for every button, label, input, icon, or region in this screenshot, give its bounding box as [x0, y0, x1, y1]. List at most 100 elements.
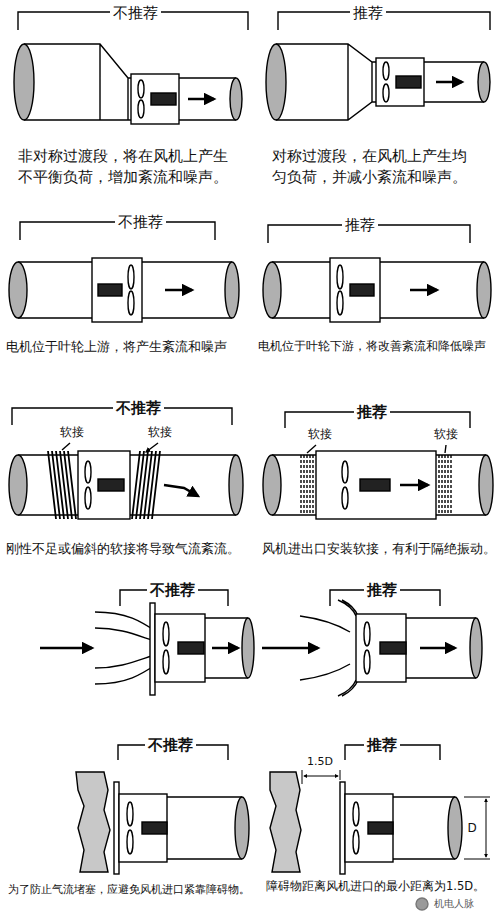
dimension-line — [302, 770, 490, 859]
header-label: 推荐 — [364, 580, 400, 601]
flexible-connector-duct — [263, 445, 493, 519]
header-label: 不推荐 — [113, 398, 164, 419]
obstacle-distance-fan — [368, 822, 393, 834]
obstacle-distance-fan — [345, 794, 393, 862]
asymmetric-transition-duct — [14, 44, 34, 120]
flexible-connector-duct — [342, 487, 348, 509]
plain-inlet-fan — [150, 603, 155, 695]
plain-inlet-fan — [95, 628, 158, 642]
asymmetric-transition-duct — [24, 44, 236, 120]
part-label: 软接 — [57, 424, 87, 441]
flexible-connector-duct — [307, 445, 316, 453]
dimension-label: D — [464, 820, 479, 837]
part-label: 软接 — [145, 424, 175, 441]
flexible-connector-duct — [445, 445, 446, 453]
skewed-flexible-connector-duct — [62, 443, 70, 450]
caption-text: 对称过渡段，在风机上产生均匀负荷，并减小紊流和噪声。 — [272, 146, 477, 188]
motor-upstream-duct — [9, 262, 27, 318]
skewed-flexible-connector-duct — [9, 455, 27, 515]
obstacle-close-fan — [235, 797, 249, 859]
bellmouth-inlet-fan — [420, 647, 455, 650]
obstacle-close-fan — [114, 782, 119, 874]
skewed-flexible-connector-duct — [85, 461, 91, 483]
obstacle-close-fan — [167, 797, 242, 859]
skewed-flexible-connector-duct — [146, 443, 158, 452]
caption-text: 风机进出口安装软接，有利于隔绝振动。 — [262, 540, 497, 558]
plain-inlet-fan — [40, 647, 92, 650]
motor-downstream-duct — [410, 289, 437, 292]
header-label: 推荐 — [354, 402, 390, 423]
motor-upstream-duct — [165, 289, 192, 292]
bellmouth-inlet-fan — [364, 622, 370, 646]
caption-text: 非对称过渡段，将在风机上产生不平衡负荷，增加紊流和噪声。 — [18, 146, 233, 188]
skewed-flexible-connector-duct — [48, 451, 76, 519]
symmetric-transition-duct — [376, 58, 424, 106]
bellmouth-inlet-fan — [338, 680, 358, 696]
asymmetric-transition-duct — [14, 44, 242, 124]
bellmouth-inlet-fan — [300, 664, 350, 680]
symmetric-transition-duct — [266, 44, 286, 120]
header-label: 不推荐 — [145, 735, 196, 756]
motor-downstream-duct — [263, 258, 491, 322]
caption-text: 电机位于叶轮上游，将产生紊流和噪声 — [6, 338, 246, 356]
motor-upstream-duct — [128, 291, 134, 315]
plain-inlet-fan — [95, 654, 158, 668]
plain-inlet-fan — [155, 614, 205, 682]
motor-upstream-duct — [9, 258, 239, 322]
symmetric-transition-duct — [383, 62, 389, 80]
skewed-flexible-connector-duct — [98, 479, 124, 491]
motor-upstream-duct — [128, 265, 134, 289]
asymmetric-transition-duct — [138, 80, 144, 98]
symmetric-transition-duct — [383, 84, 389, 102]
bellmouth-inlet-fan — [300, 616, 350, 632]
dimension-line — [302, 770, 340, 784]
motor-downstream-duct — [350, 284, 374, 296]
plain-inlet-fan — [40, 603, 254, 695]
header-label: 推荐 — [350, 3, 386, 24]
obstacle-close-fan — [76, 772, 110, 872]
part-label: 软接 — [431, 426, 461, 443]
bellmouth-inlet-fan — [338, 600, 358, 616]
header-bracket — [12, 12, 490, 760]
symmetric-transition-duct — [478, 62, 490, 102]
skewed-flexible-connector-duct — [9, 443, 243, 519]
motor-downstream-duct — [477, 262, 491, 318]
header-label: 推荐 — [342, 215, 378, 236]
obstacle-close-fan — [76, 772, 249, 874]
plain-inlet-fan — [242, 618, 254, 678]
watermark: 机电人脉 — [431, 897, 477, 911]
dimension-line — [486, 799, 487, 857]
asymmetric-transition-duct — [138, 100, 144, 118]
flexible-connector-duct — [400, 484, 428, 487]
bellmouth-inlet-fan — [380, 642, 406, 654]
symmetric-transition-duct — [276, 44, 484, 120]
flexible-connector-duct — [342, 461, 348, 483]
obstacle-distance-fan — [340, 782, 345, 874]
motor-upstream-duct — [98, 284, 122, 296]
symmetric-transition-duct — [436, 81, 462, 84]
obstacle-close-fan — [142, 822, 167, 834]
obstacle-distance-fan — [270, 772, 462, 874]
plain-inlet-fan — [163, 650, 169, 674]
bellmouth-inlet-fan — [262, 600, 482, 696]
plain-inlet-fan — [163, 622, 169, 646]
obstacle-distance-fan — [353, 830, 359, 854]
part-label: 软接 — [305, 426, 335, 443]
asymmetric-transition-duct — [131, 74, 179, 124]
obstacle-distance-fan — [393, 797, 455, 859]
flexible-connector-duct — [316, 451, 436, 519]
skewed-flexible-connector-duct — [164, 485, 198, 496]
obstacle-distance-fan — [353, 802, 359, 826]
motor-downstream-duct — [263, 262, 281, 318]
symmetric-transition-duct — [396, 76, 421, 88]
motor-downstream-duct — [330, 258, 380, 322]
motor-upstream-duct — [225, 262, 239, 318]
obstacle-close-fan — [127, 802, 133, 826]
bellmouth-inlet-fan — [364, 650, 370, 674]
asymmetric-transition-duct — [151, 93, 176, 105]
flexible-connector-duct — [479, 455, 493, 515]
flexible-connector-duct — [360, 479, 390, 491]
motor-downstream-duct — [337, 265, 343, 289]
bellmouth-inlet-fan — [356, 614, 406, 682]
